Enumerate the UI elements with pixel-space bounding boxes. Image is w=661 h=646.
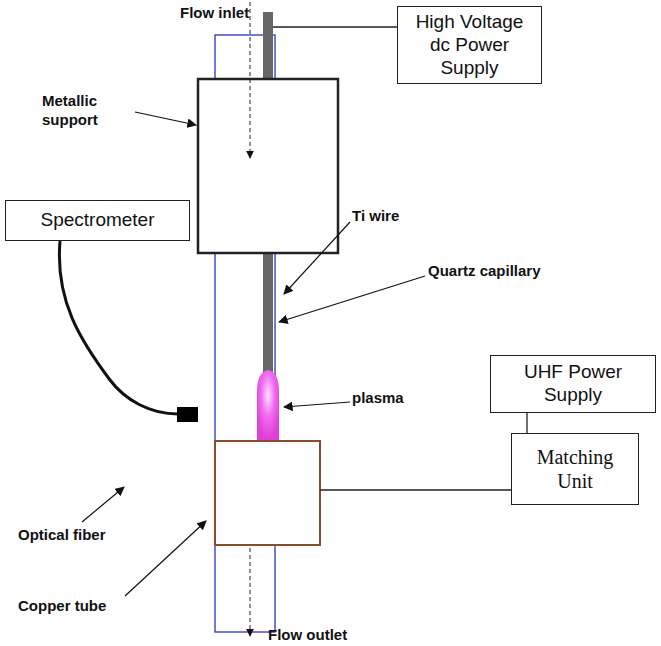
- part-label: Flow inlet: [180, 4, 270, 23]
- leader-arrow: [82, 487, 124, 522]
- box-label: Matching Unit: [520, 445, 630, 493]
- part-label: plasma: [352, 389, 432, 408]
- part-label: Ti wire: [352, 207, 432, 226]
- box-label: High Voltage dc Power Supply: [406, 11, 533, 79]
- fiber-connector: [177, 407, 198, 422]
- plasma-glow: [257, 370, 279, 442]
- part-label: Metallic support: [42, 92, 132, 130]
- equipment-box: Matching Unit: [511, 433, 639, 505]
- box-label: UHF Power Supply: [499, 361, 647, 407]
- rf-cable: [320, 489, 511, 490]
- metallic-support: [198, 79, 338, 253]
- flow-inlet-arrow: [250, 2, 251, 158]
- leader-arrow: [284, 402, 350, 407]
- optical-fiber: [59, 241, 178, 414]
- equipment-box: High Voltage dc Power Supply: [397, 6, 542, 84]
- equipment-box: Spectrometer: [5, 200, 190, 241]
- part-label: Flow outlet: [268, 626, 378, 645]
- box-label: Spectrometer: [40, 209, 154, 232]
- copper-tube: [215, 441, 320, 545]
- leader-arrow: [279, 276, 425, 322]
- leader-arrow: [135, 112, 196, 125]
- equipment-box: UHF Power Supply: [490, 355, 656, 413]
- leader-arrow: [125, 521, 206, 596]
- connector-line: [527, 413, 528, 433]
- flow-outlet-arrow: [250, 548, 251, 636]
- hv-wire: [271, 26, 398, 27]
- part-label: Copper tube: [18, 597, 138, 616]
- leader-arrow: [284, 222, 350, 294]
- part-label: Quartz capillary: [428, 262, 568, 281]
- part-label: Optical fiber: [18, 526, 138, 545]
